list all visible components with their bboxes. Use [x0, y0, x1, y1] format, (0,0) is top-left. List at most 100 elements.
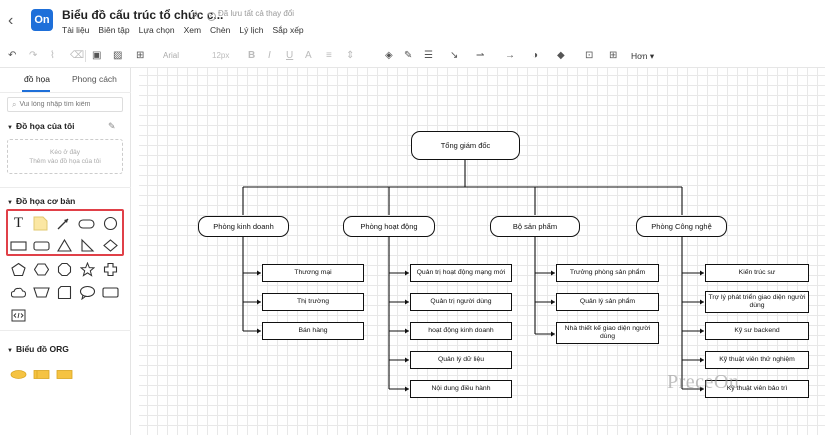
cross-shape[interactable] — [102, 261, 119, 278]
more-button[interactable]: Hơn ▾ — [631, 51, 655, 61]
org-node-sub[interactable]: Kỹ sư backend — [705, 322, 809, 340]
table-icon[interactable]: ⊞ — [136, 50, 145, 61]
org-node-sub[interactable]: Kỹ thuật viên thử nghiệm — [705, 351, 809, 369]
org-node-sub[interactable]: Kiến trúc sư — [705, 264, 809, 282]
org-card-shape[interactable] — [56, 366, 73, 383]
menu-item-insert[interactable]: Chèn — [210, 25, 231, 35]
undo-icon[interactable]: ↶ — [8, 50, 17, 61]
org-node-sub[interactable]: Quản trị hoạt động mạng mới — [410, 264, 512, 282]
org-node-sub[interactable]: hoạt động kinh doanh — [410, 322, 512, 340]
menu-item-edit[interactable]: Biên tập — [98, 25, 130, 35]
menu-item-document[interactable]: Tài liệu — [62, 25, 90, 35]
search-icon: ⌕ — [12, 99, 17, 109]
document-shape[interactable] — [102, 284, 119, 301]
font-family-select[interactable]: Arial — [163, 51, 180, 60]
rectangle-shape[interactable] — [10, 237, 27, 254]
caret-down-icon: ▼ — [7, 200, 13, 206]
right-triangle-shape[interactable] — [79, 237, 96, 254]
tab-graphics[interactable]: đồ họa — [24, 74, 50, 84]
tab-style[interactable]: Phong cách — [72, 74, 117, 84]
trapezoid-shape[interactable] — [33, 284, 50, 301]
triangle-shape[interactable] — [56, 237, 73, 254]
org-node-root[interactable]: Tổng giám đốc — [411, 131, 520, 160]
text-shape[interactable]: T — [13, 215, 24, 231]
org-node-sub[interactable]: Quản lý sản phẩm — [556, 293, 659, 311]
menu-bar: Tài liệu Biên tập Lựa chọn Xem Chèn Lý l… — [62, 25, 304, 35]
arrow-style-icon[interactable]: ⇀ — [476, 50, 485, 61]
section-my-graphics[interactable]: ▼Đồ họa của tôi — [7, 121, 75, 131]
callout-shape[interactable] — [79, 284, 96, 301]
org-box-shape[interactable] — [33, 366, 50, 383]
underline-icon[interactable]: U — [286, 50, 294, 61]
org-node-sub[interactable]: Quản lý dữ liệu — [410, 351, 512, 369]
check-icon: ✓ — [207, 12, 216, 21]
lock-icon[interactable]: ⊡ — [585, 50, 594, 61]
menu-item-history[interactable]: Lý lịch — [239, 25, 264, 35]
back-icon[interactable]: ‹ — [8, 12, 14, 29]
font-size-select[interactable]: 12px — [212, 51, 230, 60]
redo-icon[interactable]: ↷ — [29, 50, 38, 61]
hexagon-shape[interactable] — [33, 261, 50, 278]
octagon-shape[interactable] — [56, 261, 73, 278]
circle-shape[interactable] — [102, 215, 119, 232]
tab-shape[interactable] — [56, 284, 73, 301]
diamond-shape[interactable] — [102, 237, 119, 254]
connector-icon[interactable]: ↘ — [450, 50, 459, 61]
search-input[interactable] — [19, 101, 115, 108]
org-node-sub[interactable]: Quản trị người dùng — [410, 293, 512, 311]
org-node-sub[interactable]: Nội dung điều hành — [410, 380, 512, 398]
org-ellipse-shape[interactable] — [10, 366, 27, 383]
org-node-sub[interactable]: Bán hàng — [262, 322, 364, 340]
section-org-chart-title: Biểu đồ ORG — [15, 344, 69, 354]
insert-shape-icon[interactable]: ▣ — [92, 50, 102, 61]
pentagon-shape[interactable] — [10, 261, 27, 278]
grid-icon[interactable]: ⊞ — [609, 50, 618, 61]
format-painter-icon[interactable]: ⌇ — [50, 50, 55, 61]
org-node-sub[interactable]: Trưởng phòng sản phẩm — [556, 264, 659, 282]
dropzone-line2: Thêm vào đồ họa của tôi — [29, 157, 101, 165]
valign-icon[interactable]: ⇕ — [346, 50, 355, 61]
diagram-canvas[interactable]: Tổng giám đốc Phòng kinh doanh Phòng hoạ… — [139, 68, 825, 435]
bold-icon[interactable]: B — [248, 50, 256, 61]
fill-color-icon[interactable]: ◈ — [385, 50, 393, 61]
org-node-dept-operations[interactable]: Phòng hoạt động — [343, 216, 435, 237]
section-org-chart[interactable]: ▼Biểu đồ ORG — [7, 344, 69, 354]
shape-search[interactable]: ⌕ — [7, 97, 123, 112]
italic-icon[interactable]: I — [268, 50, 271, 61]
opacity-icon[interactable]: ◑ — [532, 50, 539, 61]
rounded-rect-shape[interactable] — [78, 215, 95, 232]
note-shape[interactable] — [32, 215, 49, 232]
align-icon[interactable]: ≡ — [326, 50, 332, 61]
layer-icon[interactable]: ◆ — [557, 50, 565, 61]
arrow-line-shape[interactable] — [55, 215, 72, 232]
edit-icon[interactable]: ✎ — [108, 121, 116, 131]
menu-item-view[interactable]: Xem — [183, 25, 202, 35]
menu-item-select[interactable]: Lựa chọn — [138, 25, 175, 35]
divider — [0, 330, 131, 331]
org-node-dept-product[interactable]: Bộ sản phẩm — [490, 216, 580, 237]
menu-item-arrange[interactable]: Sắp xếp — [272, 25, 304, 35]
app-logo: On — [31, 9, 53, 31]
org-node-dept-sales[interactable]: Phòng kinh doanh — [198, 216, 289, 237]
font-color-icon[interactable]: A — [305, 50, 312, 61]
line-color-icon[interactable]: ✎ — [404, 50, 413, 61]
clear-format-icon[interactable]: ⌫ — [70, 50, 85, 61]
org-node-sub[interactable]: Thị trường — [262, 293, 364, 311]
insert-image-icon[interactable]: ▨ — [113, 50, 123, 61]
dropzone-line1: Kéo ở đây — [50, 148, 80, 156]
org-node-sub[interactable]: Trợ lý phát triển giao diện người dùng — [705, 291, 809, 313]
line-style-icon[interactable]: ☰ — [424, 50, 433, 61]
org-node-sub[interactable]: Kỹ thuật viên bảo trì — [705, 380, 809, 398]
document-title[interactable]: Biểu đồ cấu trúc tổ chức c... — [62, 8, 224, 22]
star-icon[interactable]: ☆ — [191, 9, 201, 21]
org-node-sub[interactable]: Thương mại — [262, 264, 364, 282]
code-block-icon[interactable] — [10, 307, 27, 324]
star-shape[interactable] — [79, 261, 96, 278]
org-node-dept-technology[interactable]: Phòng Công nghệ — [636, 216, 727, 237]
rounded-square-shape[interactable] — [33, 237, 50, 254]
cloud-shape[interactable] — [10, 284, 27, 301]
arrow-end-icon[interactable]: → — [505, 50, 515, 61]
my-graphics-dropzone[interactable]: Kéo ở đây Thêm vào đồ họa của tôi — [7, 139, 123, 174]
org-node-sub[interactable]: Nhà thiết kế giao diện người dùng — [556, 322, 659, 344]
section-basic-graphics[interactable]: ▼Đồ họa cơ bản — [7, 196, 75, 206]
